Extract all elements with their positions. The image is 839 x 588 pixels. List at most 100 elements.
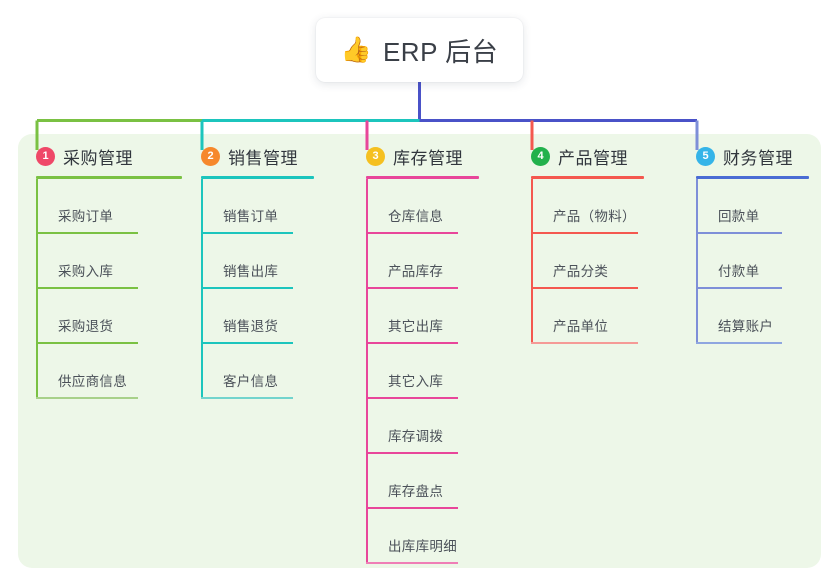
leaf-label: 采购退货 [58,319,114,334]
number-badge-icon: 5 [696,146,715,166]
column-spine [696,179,698,344]
leaf-item[interactable]: 结算账户 [696,289,809,344]
column-3: 3 库存管理仓库信息产品库存其它出库其它入库库存调拨库存盘点出库库明细 [366,143,479,564]
column-underline [696,176,809,179]
leaf-label: 出库库明细 [388,539,457,554]
leaf-underline [696,232,782,234]
leaf-label: 产品分类 [553,264,609,279]
column-underline [531,176,644,179]
leaf-list: 采购订单采购入库采购退货供应商信息 [36,179,182,399]
column-underline [36,176,182,179]
leaf-label: 付款单 [718,264,760,279]
leaf-label: 其它出库 [388,319,444,334]
leaf-label: 产品单位 [553,319,609,334]
leaf-underline [696,287,782,289]
leaf-label: 其它入库 [388,374,444,389]
column-header-5[interactable]: 5 财务管理 [696,143,809,169]
thumbs-up-icon: 👍 [340,35,372,64]
leaf-item[interactable]: 客户信息 [201,344,314,399]
leaf-item[interactable]: 供应商信息 [36,344,182,399]
leaf-label: 仓库信息 [388,209,444,224]
leaf-underline [366,507,458,509]
leaf-list: 仓库信息产品库存其它出库其它入库库存调拨库存盘点出库库明细 [366,179,479,564]
leaf-label: 销售退货 [223,319,279,334]
leaf-item[interactable]: 库存调拨 [366,399,479,454]
leaf-list: 产品（物料） 产品分类产品单位 [531,179,644,344]
column-2: 2 销售管理销售订单销售出库销售退货客户信息 [201,143,314,399]
leaf-underline [366,342,458,344]
leaf-label: 结算账户 [718,319,774,334]
leaf-underline [36,342,138,344]
column-spine [531,179,533,344]
leaf-label: 采购入库 [58,264,114,279]
leaf-underline [36,397,138,399]
leaf-item[interactable]: 其它入库 [366,344,479,399]
leaf-label: 供应商信息 [58,374,127,389]
column-underline [366,176,479,179]
leaf-underline [531,287,638,289]
column-title: 产品管理 [558,148,628,168]
leaf-underline [36,232,138,234]
column-header-1[interactable]: 1 采购管理 [36,143,182,169]
column-4: 4 产品管理产品（物料） 产品分类产品单位 [531,143,644,344]
column-header-4[interactable]: 4 产品管理 [531,143,644,169]
leaf-label: 库存盘点 [388,484,444,499]
leaf-list: 回款单付款单结算账户 [696,179,809,344]
column-5: 5 财务管理回款单付款单结算账户 [696,143,809,344]
leaf-item[interactable]: 库存盘点 [366,454,479,509]
number-badge-icon: 1 [36,146,55,166]
leaf-underline [531,342,638,344]
leaf-underline [201,397,293,399]
leaf-label: 库存调拨 [388,429,444,444]
leaf-label: 销售订单 [223,209,279,224]
column-spine [36,179,38,399]
leaf-label: 产品库存 [388,264,444,279]
number-badge-icon: 4 [531,146,550,166]
leaf-item[interactable]: 产品分类 [531,234,644,289]
leaf-item[interactable]: 销售订单 [201,179,314,234]
column-header-2[interactable]: 2 销售管理 [201,143,314,169]
column-title: 采购管理 [63,148,133,168]
leaf-underline [201,287,293,289]
leaf-underline [696,342,782,344]
column-title: 销售管理 [228,148,298,168]
leaf-item[interactable]: 付款单 [696,234,809,289]
leaf-underline [366,562,458,564]
leaf-item[interactable]: 销售出库 [201,234,314,289]
column-spine [366,179,368,564]
root-node[interactable]: 👍 ERP 后台 [316,18,523,82]
leaf-underline [36,287,138,289]
number-badge-icon: 2 [201,146,220,166]
column-title: 库存管理 [393,148,463,168]
leaf-underline [366,397,458,399]
leaf-underline [201,232,293,234]
column-title: 财务管理 [723,148,793,168]
leaf-item[interactable]: 出库库明细 [366,509,479,564]
root-node-title: ERP 后台 [382,36,499,67]
leaf-item[interactable]: 采购退货 [36,289,182,344]
leaf-list: 销售订单销售出库销售退货客户信息 [201,179,314,399]
diagram-panel [18,134,821,568]
leaf-item[interactable]: 产品单位 [531,289,644,344]
column-1: 1 采购管理采购订单采购入库采购退货供应商信息 [36,143,182,399]
number-badge-icon: 3 [366,146,385,166]
leaf-item[interactable]: 产品（物料） [531,179,644,234]
leaf-underline [531,232,638,234]
column-header-3[interactable]: 3 库存管理 [366,143,479,169]
leaf-underline [201,342,293,344]
leaf-item[interactable]: 其它出库 [366,289,479,344]
column-spine [201,179,203,399]
leaf-underline [366,287,458,289]
leaf-label: 客户信息 [223,374,279,389]
column-underline [201,176,314,179]
leaf-item[interactable]: 采购入库 [36,234,182,289]
leaf-underline [366,452,458,454]
leaf-item[interactable]: 产品库存 [366,234,479,289]
leaf-item[interactable]: 销售退货 [201,289,314,344]
leaf-label: 采购订单 [58,209,114,224]
leaf-underline [366,232,458,234]
leaf-item[interactable]: 采购订单 [36,179,182,234]
leaf-item[interactable]: 仓库信息 [366,179,479,234]
leaf-item[interactable]: 回款单 [696,179,809,234]
